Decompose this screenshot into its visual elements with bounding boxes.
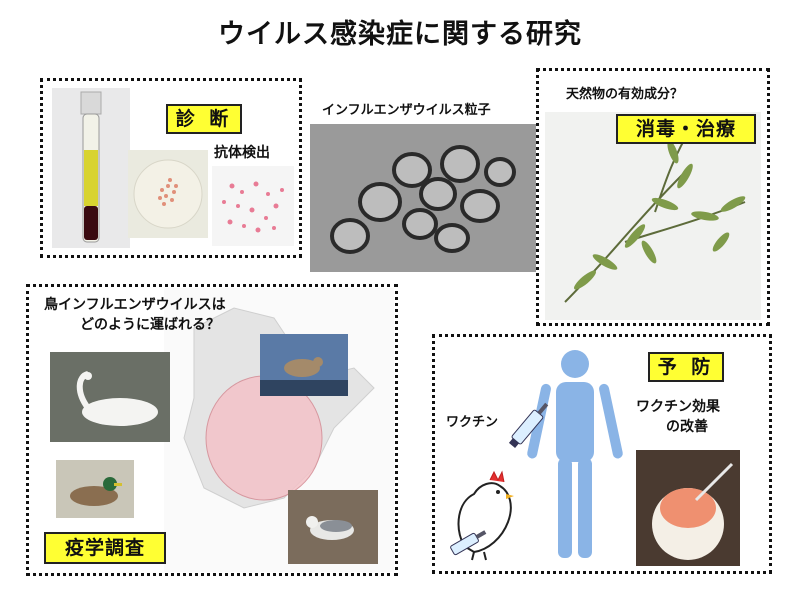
agglutination-dish-photo	[128, 150, 208, 238]
mallard-photo	[56, 460, 134, 518]
syringe-icon	[500, 392, 560, 456]
egg-injection-photo	[636, 450, 740, 566]
diagnosis-tag: 診 断	[166, 104, 242, 134]
particle-caption: インフルエンザウイルス粒子	[322, 103, 491, 118]
test-tube-photo	[52, 88, 130, 248]
sandpiper-photo	[260, 334, 348, 396]
disinfection-treatment-tag: 消毒・治療	[616, 114, 756, 144]
syringe-icon-lower	[444, 522, 492, 562]
epidemiology-question-line2: どのように運ばれる？	[80, 317, 220, 333]
antibody-detection-label: 抗体検出	[214, 145, 270, 161]
epidemiology-tag: 疫学調査	[44, 532, 166, 564]
human-silhouette	[520, 344, 630, 568]
page-title: ウイルス感染症に関する研究	[218, 19, 582, 50]
virus-particle-micrograph	[310, 124, 536, 272]
olive-branch-photo	[545, 112, 761, 320]
vaccine-improvement-line2: の改善	[666, 419, 708, 435]
gull-photo	[288, 490, 378, 564]
epidemiology-question-line1: 鳥インフルエンザウイルスは	[44, 297, 226, 313]
antibody-slide-photo	[212, 166, 294, 246]
natural-product-caption: 天然物の有効成分？	[566, 87, 684, 102]
prevention-tag: 予 防	[648, 352, 724, 382]
swan-photo	[50, 352, 170, 442]
vaccine-improvement-line1: ワクチン効果	[636, 399, 720, 415]
vaccine-label: ワクチン	[446, 415, 499, 430]
